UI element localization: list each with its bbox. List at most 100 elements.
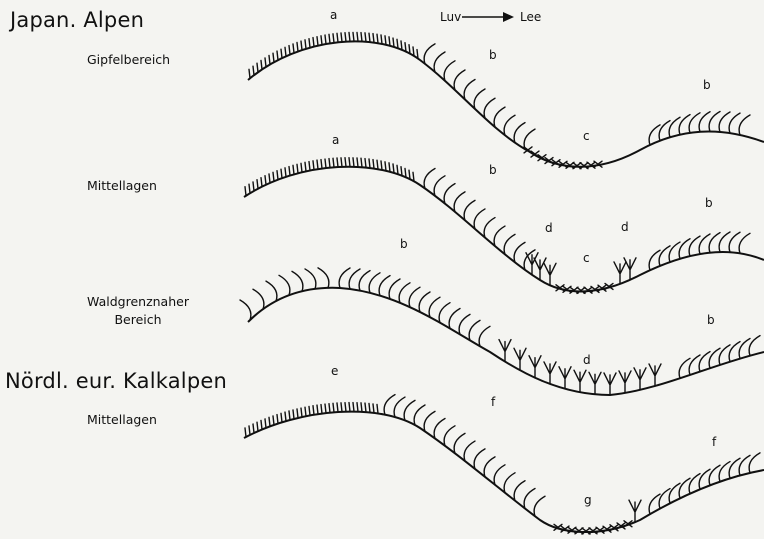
profile-curve-japan-treeline — [248, 288, 764, 395]
shrub-mark — [679, 115, 690, 135]
snow-tick-mark — [317, 160, 318, 169]
shrub-mark — [474, 209, 485, 229]
snow-tick-mark — [301, 163, 302, 172]
tree-mark — [574, 370, 586, 392]
snow-tick-mark — [309, 406, 310, 415]
snow-tick-mark — [377, 404, 378, 413]
snow-tick-mark — [333, 34, 334, 43]
shrub-mark — [514, 123, 525, 143]
snow-tick-mark — [325, 159, 326, 168]
shrub-mark — [253, 289, 264, 309]
shrub-mark — [514, 481, 525, 501]
snow-tick-mark — [413, 172, 414, 181]
snow-tick-mark — [409, 45, 410, 54]
snow-tick-mark — [365, 403, 366, 412]
shrub-mark — [454, 192, 465, 212]
snow-tick-mark — [289, 411, 290, 420]
shrub-mark — [305, 269, 316, 289]
profile-curve-kalkalpen-middle — [244, 412, 764, 532]
shrub-mark — [534, 496, 545, 516]
snow-tick-mark — [357, 403, 358, 412]
shrub-mark — [524, 489, 535, 509]
snow-tick-mark — [273, 53, 274, 62]
wind-direction-arrow-icon — [462, 12, 514, 22]
shrub-mark — [419, 292, 430, 312]
snow-tick-mark — [373, 404, 374, 413]
snow-tick-mark — [277, 415, 278, 424]
snow-tick-mark — [365, 33, 366, 42]
snow-tick-mark — [401, 41, 402, 50]
snow-tick-mark — [389, 37, 390, 46]
shrub-mark — [359, 271, 370, 291]
snow-tick-mark — [301, 408, 302, 417]
snow-tick-mark — [365, 159, 366, 168]
tree-mark — [559, 367, 571, 389]
snow-tick-mark — [361, 403, 362, 412]
shrub-mark — [719, 112, 730, 132]
snow-tick-mark — [245, 428, 246, 437]
shrub-mark — [464, 441, 475, 461]
tree-mark — [589, 372, 601, 394]
tree-mark — [604, 373, 616, 395]
shrub-mark — [414, 405, 425, 425]
snow-tick-mark — [317, 37, 318, 46]
snow-tick-mark — [253, 424, 254, 433]
snow-tick-mark — [325, 35, 326, 44]
shrub-mark — [389, 279, 400, 299]
shrub-mark — [454, 433, 465, 453]
shrub-mark — [424, 44, 435, 64]
shrub-mark — [369, 273, 380, 293]
snow-tick-mark — [381, 161, 382, 170]
tree-mark — [624, 258, 636, 280]
shrub-mark — [339, 268, 350, 288]
snow-tick-mark — [273, 172, 274, 181]
snow-tick-mark — [265, 58, 266, 67]
tree-mark — [614, 262, 626, 284]
shrub-mark — [394, 397, 405, 417]
snow-tick-mark — [361, 33, 362, 42]
snow-tick-mark — [385, 36, 386, 45]
snow-tick-mark — [345, 403, 346, 412]
snow-tick-mark — [349, 403, 350, 412]
shrub-mark — [379, 276, 390, 296]
snow-tick-mark — [393, 38, 394, 47]
snow-tick-mark — [361, 158, 362, 167]
shrub-mark — [504, 473, 515, 493]
shrub-mark — [504, 115, 515, 135]
snow-tick-mark — [305, 407, 306, 416]
snow-tick-mark — [341, 158, 342, 167]
shrub-mark — [429, 297, 440, 317]
snow-tick-mark — [409, 170, 410, 179]
snow-tick-mark — [297, 42, 298, 51]
shrub-mark — [494, 226, 505, 246]
snow-tick-mark — [305, 162, 306, 171]
shrub-mark — [399, 283, 410, 303]
snow-tick-mark — [317, 405, 318, 414]
snow-tick-mark — [293, 165, 294, 174]
snow-tick-mark — [337, 33, 338, 42]
shrub-mark — [484, 457, 495, 477]
shrub-mark — [719, 232, 730, 252]
snow-tick-mark — [345, 33, 346, 42]
snow-tick-mark — [357, 32, 358, 41]
snow-tick-mark — [313, 161, 314, 170]
snow-tick-mark — [381, 35, 382, 44]
shrub-mark — [479, 326, 490, 346]
tree-mark — [634, 368, 646, 390]
shrub-mark — [514, 242, 525, 262]
snow-tick-mark — [377, 34, 378, 43]
shrub-mark — [494, 107, 505, 127]
shrub-mark — [699, 234, 710, 254]
shrub-mark — [459, 314, 470, 334]
snow-tick-mark — [265, 419, 266, 428]
snow-tick-mark — [261, 178, 262, 187]
shrub-mark — [494, 465, 505, 485]
snow-tick-mark — [253, 182, 254, 191]
snow-tick-mark — [321, 36, 322, 45]
snow-tick-mark — [401, 167, 402, 176]
snow-tick-mark — [305, 40, 306, 49]
shrub-mark — [464, 200, 475, 220]
snow-tick-mark — [261, 60, 262, 69]
snow-tick-mark — [297, 409, 298, 418]
